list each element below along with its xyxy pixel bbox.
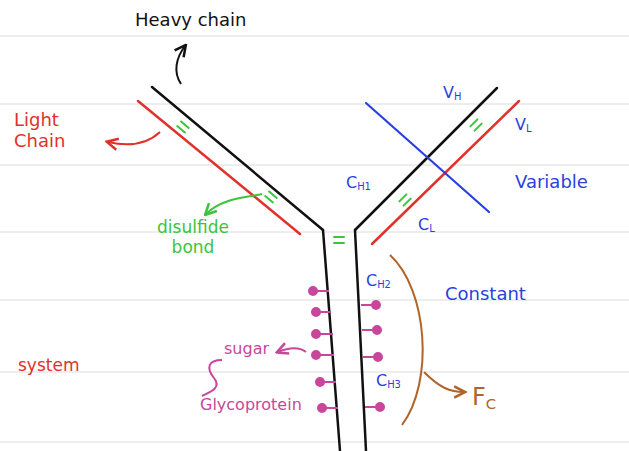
part-label: Heavy chain (135, 10, 246, 31)
sugar-arrow (278, 348, 306, 352)
heavy-chains (152, 87, 497, 451)
light-chain-arrow (108, 132, 160, 144)
region-label: VL (515, 116, 531, 135)
sugar-chains (309, 287, 384, 412)
part-label: Glycoprotein (200, 396, 302, 414)
region-label: Constant (445, 284, 526, 305)
part-label: disulfide bond (146, 218, 240, 257)
region-label: Variable (515, 172, 588, 193)
domain-label: CH2 (366, 272, 391, 291)
glycoprotein-brace (202, 360, 222, 396)
fc-arrow (424, 372, 464, 392)
part-label: Light Chain (14, 110, 86, 151)
domain-label: CH1 (346, 174, 371, 193)
fc-bracket (390, 255, 423, 425)
note-label: system (18, 356, 79, 376)
fragment-label: FC (472, 384, 496, 413)
part-label: sugar (224, 340, 269, 358)
variable-divider (366, 103, 489, 212)
domain-label: CL (418, 216, 435, 235)
paper-lines (0, 36, 629, 442)
domain-label: CH3 (376, 372, 401, 391)
disulfide-arrow (206, 194, 262, 214)
region-label: VH (443, 84, 461, 103)
heavy-chain-arrow (176, 46, 185, 84)
